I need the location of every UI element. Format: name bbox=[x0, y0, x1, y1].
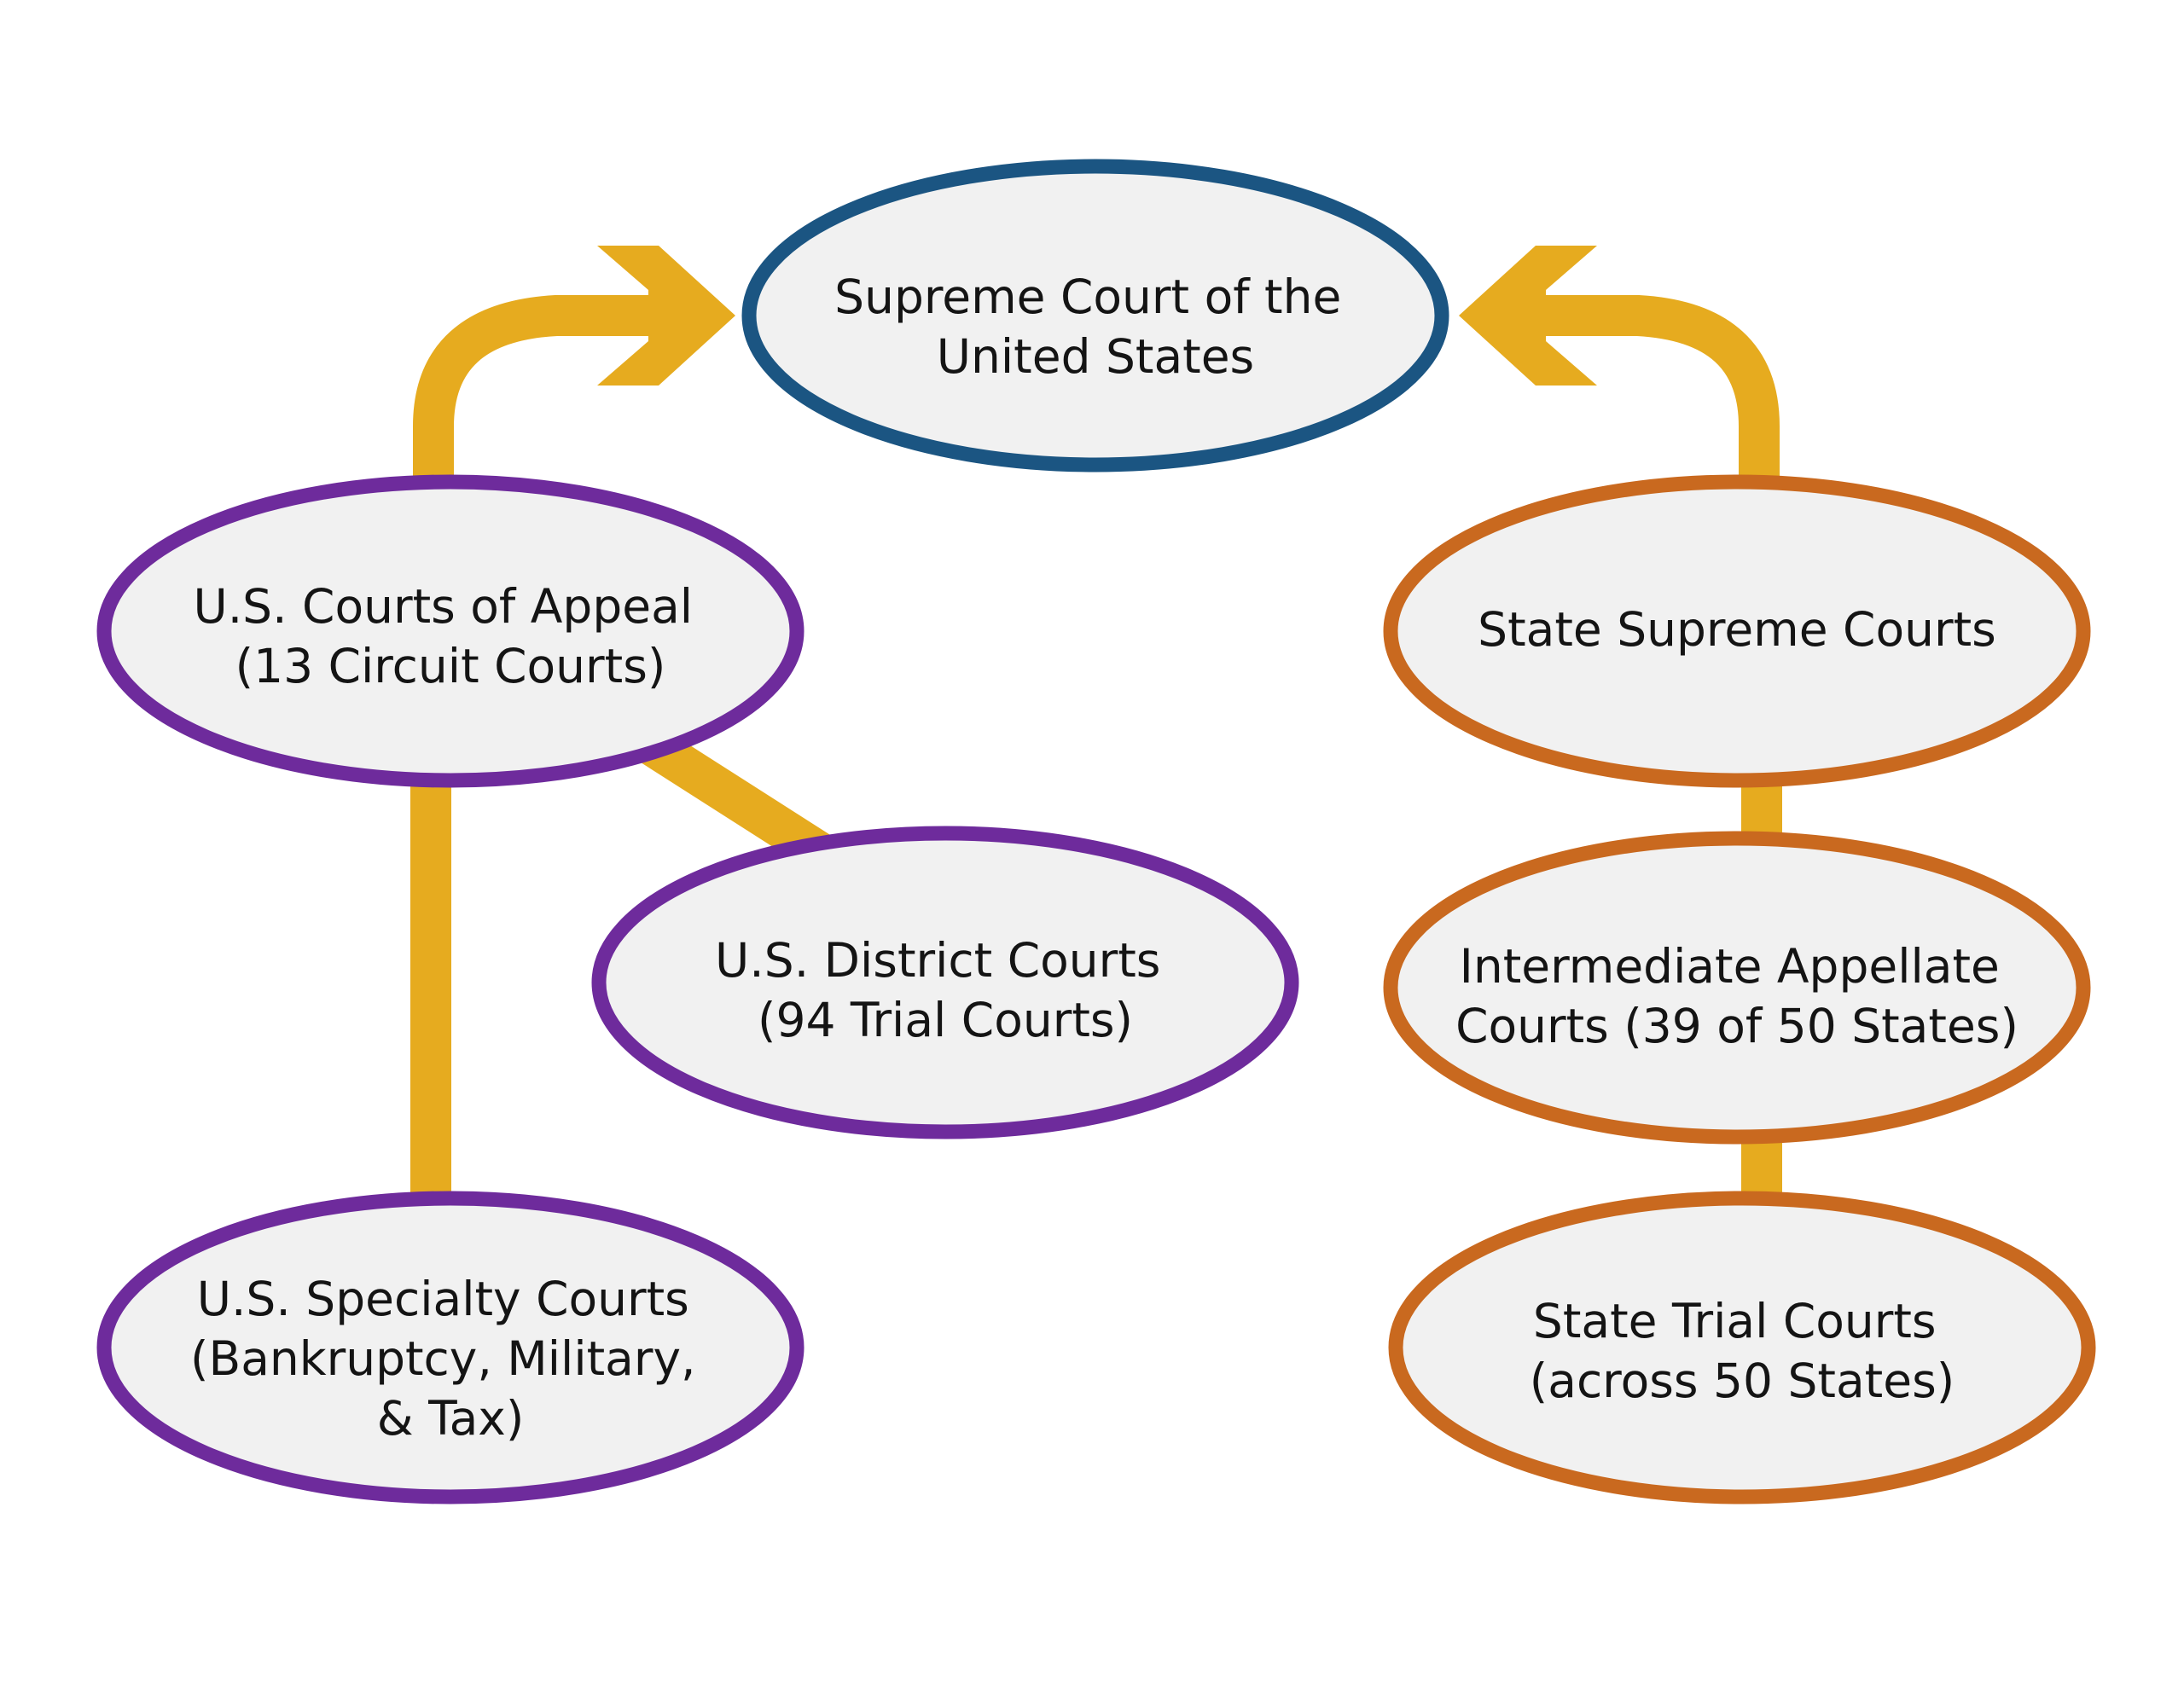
node-label-line: Supreme Court of the bbox=[834, 270, 1341, 324]
connector-state-supreme-to-supreme bbox=[1544, 295, 1780, 488]
node-label-line: U.S. Specialty Courts bbox=[197, 1272, 689, 1326]
node-shape-specialty-courts bbox=[96, 1191, 804, 1504]
node-label-line: (94 Trial Courts) bbox=[758, 993, 1133, 1047]
node-label-state-trial-courts: State Trial Courts (across 50 States) bbox=[1530, 1294, 1955, 1408]
node-label-line: (Bankruptcy, Military, bbox=[190, 1331, 696, 1386]
node-label-line: U.S. District Courts bbox=[715, 933, 1160, 988]
node-shape-intermediate-appellate bbox=[1383, 831, 2091, 1145]
node-label-line: U.S. Courts of Appeal bbox=[193, 579, 693, 634]
node-label-district-courts: U.S. District Courts (94 Trial Courts) bbox=[715, 933, 1176, 1047]
arrow-head-federal bbox=[597, 246, 735, 386]
node-label-line: (13 Circuit Courts) bbox=[235, 639, 666, 693]
node-label-line: State Supreme Courts bbox=[1478, 602, 1996, 657]
arrow-head-state bbox=[1459, 246, 1597, 386]
connector-appeal-to-supreme bbox=[413, 295, 648, 488]
node-specialty-courts: U.S. Specialty Courts (Bankruptcy, Milit… bbox=[96, 1191, 804, 1504]
node-label-line: & Tax) bbox=[377, 1391, 525, 1446]
node-label-intermediate-appellate: Intermediate Appellate Courts (39 of 50 … bbox=[1455, 939, 2018, 1053]
node-shape-state-trial-courts bbox=[1388, 1191, 2096, 1504]
node-district-courts: U.S. District Courts (94 Trial Courts) bbox=[591, 826, 1299, 1139]
node-shape-district-courts bbox=[591, 826, 1299, 1139]
node-label-line: United States bbox=[937, 329, 1254, 384]
node-supreme-court: Supreme Court of the United States bbox=[741, 159, 1449, 472]
node-label-state-supreme-courts: State Supreme Courts bbox=[1478, 602, 1996, 657]
node-label-courts-of-appeal: U.S. Courts of Appeal (13 Circuit Courts… bbox=[193, 579, 707, 693]
node-label-line: (across 50 States) bbox=[1530, 1354, 1955, 1408]
node-state-supreme-courts: State Supreme Courts bbox=[1383, 474, 2091, 788]
node-label-line: State Trial Courts bbox=[1533, 1294, 1937, 1348]
node-courts-of-appeal: U.S. Courts of Appeal (13 Circuit Courts… bbox=[96, 474, 804, 788]
node-label-line: Courts (39 of 50 States) bbox=[1455, 999, 2018, 1053]
node-shape-courts-of-appeal bbox=[96, 474, 804, 788]
node-shape-supreme-court bbox=[741, 159, 1449, 472]
node-intermediate-appellate: Intermediate Appellate Courts (39 of 50 … bbox=[1383, 831, 2091, 1145]
node-state-trial-courts: State Trial Courts (across 50 States) bbox=[1388, 1191, 2096, 1504]
node-label-supreme-court: Supreme Court of the United States bbox=[834, 270, 1356, 384]
node-label-specialty-courts: U.S. Specialty Courts (Bankruptcy, Milit… bbox=[190, 1272, 711, 1446]
node-shape-state-supreme-courts bbox=[1383, 474, 2091, 788]
node-label-line: Intermediate Appellate bbox=[1460, 939, 2000, 994]
